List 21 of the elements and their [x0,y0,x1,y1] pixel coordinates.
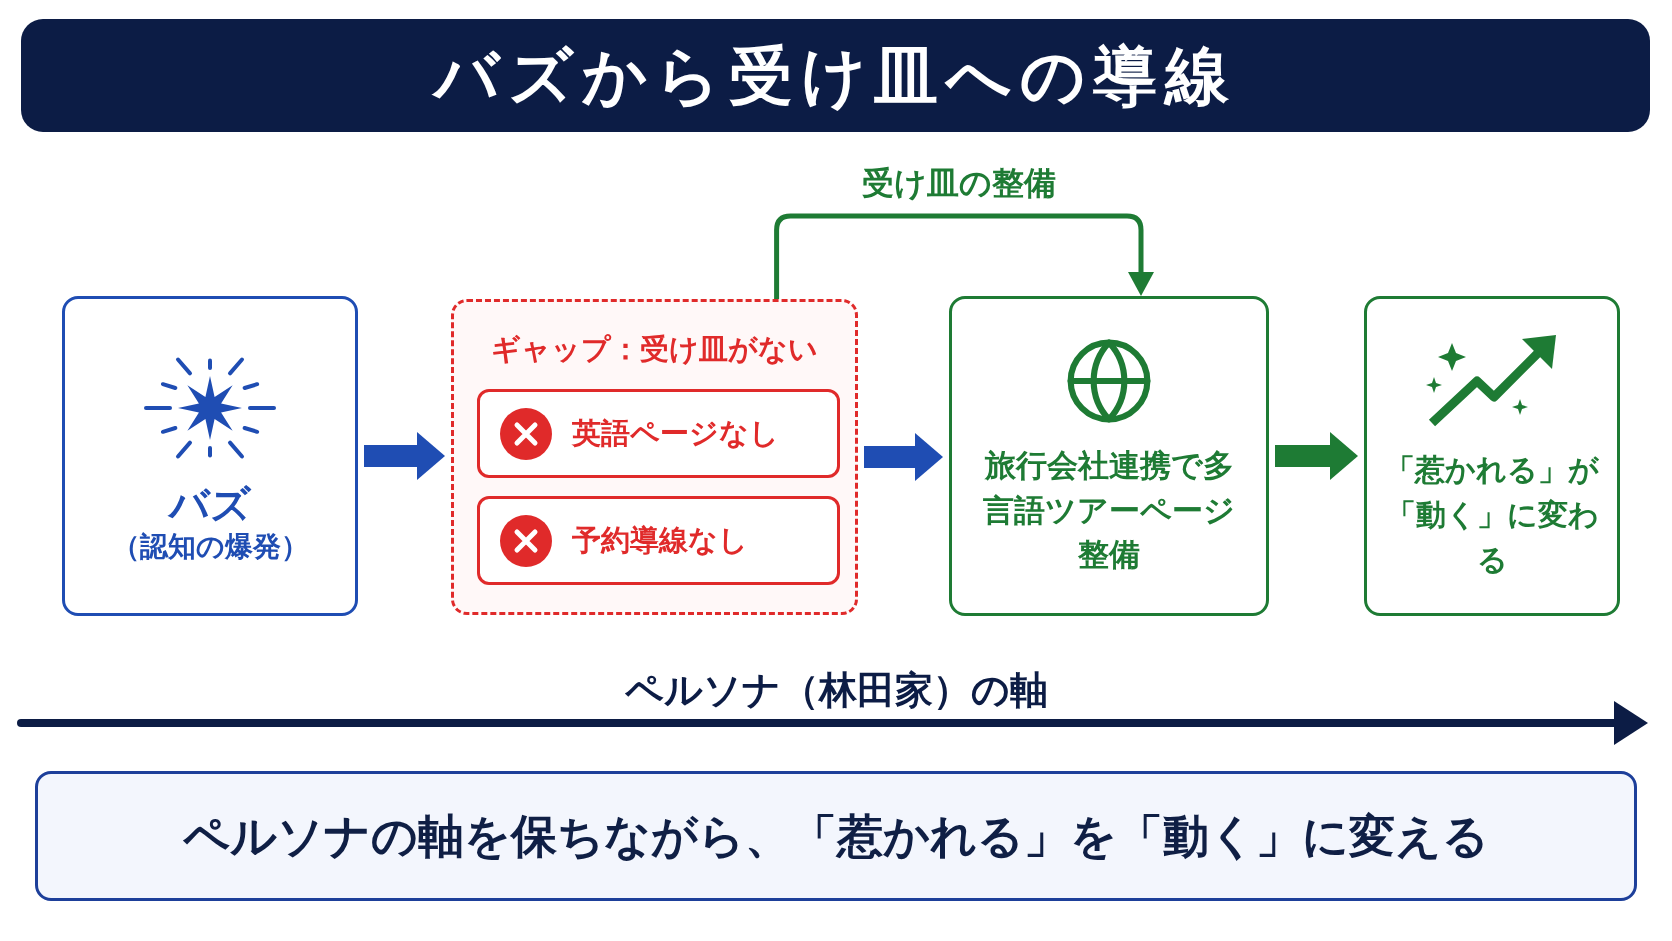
box-heading: バズ [169,479,251,529]
arrow [774,213,1154,299]
title-banner: バズから受け皿への導線 [21,19,1650,132]
result-box [1364,296,1620,616]
box-heading: 旅行会社連携で多言語ツアーページ整備 [982,445,1236,575]
box-subtext: （認知の爆発） [111,528,309,564]
arrow [1275,432,1358,480]
box-heading: 英語ページなし [572,414,779,452]
summary-box [35,771,1637,901]
process-box [949,296,1269,616]
arrow [364,432,445,480]
box-heading: 予約導線なし [572,521,748,559]
problem-box [477,496,840,585]
box-heading: ペルソナの軸を保ちながら、「惹かれる」を「動く」に変える [183,807,1489,865]
axis-label: ペルソナ（林田家）の軸 [624,666,1048,714]
arrow [864,433,943,481]
problem-box [477,389,840,478]
box-heading: ギャップ：受け皿がない [490,331,819,368]
box-heading: 「惹かれる」が「動く」に変わる [1384,450,1600,579]
process-box [62,296,358,616]
gap-box [451,299,858,615]
